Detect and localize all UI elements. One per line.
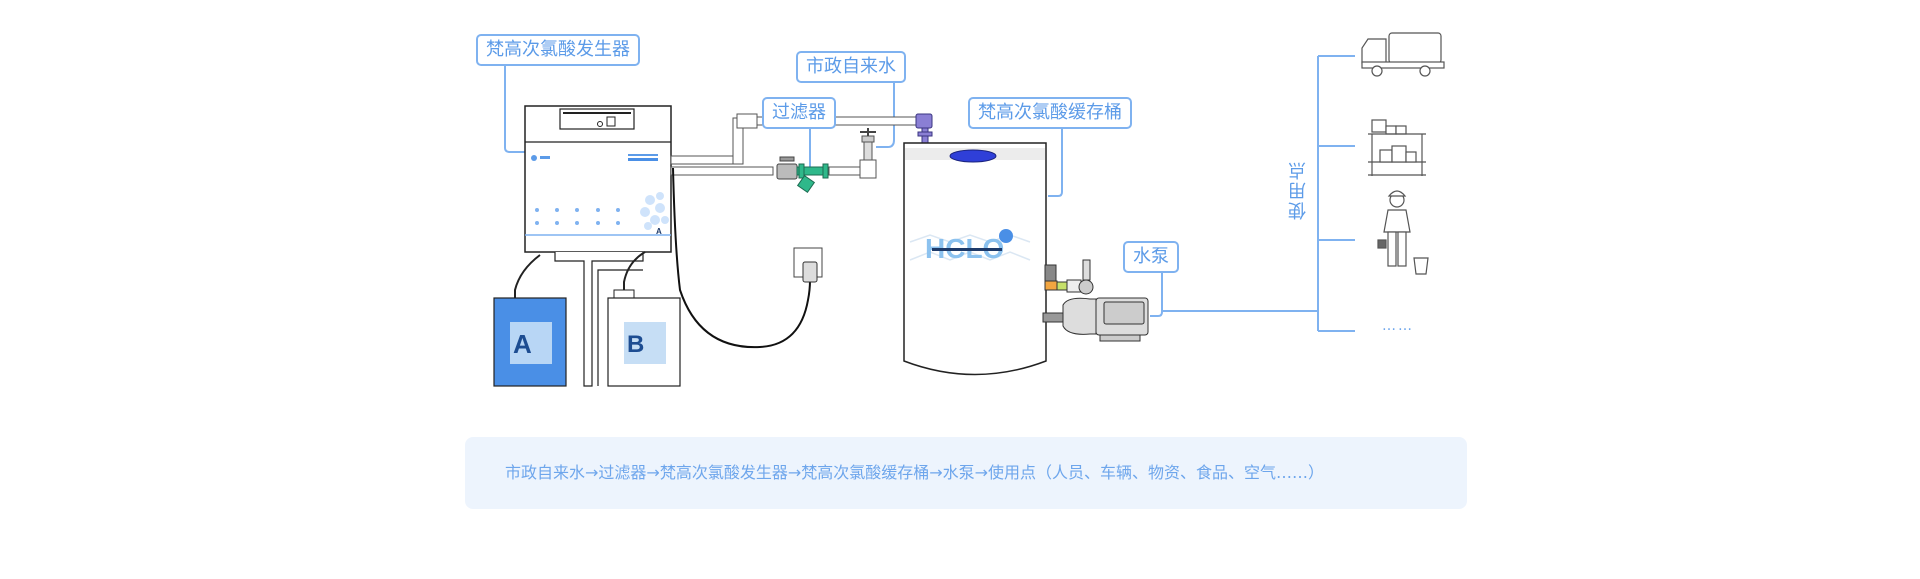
generator-label: 梵高次氯酸发生器 [476, 34, 640, 66]
filter-valve-assembly [776, 128, 877, 194]
use-point-branches [1318, 55, 1355, 332]
tap-water-callout-line [876, 66, 895, 148]
use-points-label: 使用点 [1288, 160, 1309, 220]
svg-text:B: B [627, 331, 644, 358]
container-a: A [493, 254, 567, 387]
generator-callout-line [504, 66, 528, 153]
svg-text:A: A [656, 227, 662, 236]
flow-summary-box: 市政自来水→过滤器→梵高次氯酸发生器→梵高次氯酸缓存桶→水泵→使用点（人员、车辆… [465, 437, 1467, 509]
flow-summary-text: 市政自来水→过滤器→梵高次氯酸发生器→梵高次氯酸缓存桶→水泵→使用点（人员、车辆… [505, 463, 1325, 482]
power-outlet [672, 167, 823, 349]
buffer-tank-label: 梵高次氯酸缓存桶 [968, 97, 1132, 129]
callout-lines [504, 55, 1355, 332]
svg-text:A: A [513, 329, 532, 359]
warehouse-shelf-icon [1368, 119, 1426, 176]
use-point-more: …… [1382, 318, 1414, 334]
tank-callout-line [1048, 128, 1063, 197]
tap-water-label: 市政自来水 [796, 51, 906, 83]
use-point-icons [1361, 32, 1445, 275]
container-b: B [607, 251, 681, 387]
pump-callout-line [1150, 272, 1163, 317]
generator-unit: A [524, 105, 928, 387]
filter-label: 过滤器 [762, 97, 836, 129]
pump-label: 水泵 [1123, 241, 1179, 273]
worker-icon [1377, 190, 1429, 275]
truck-icon [1361, 32, 1445, 77]
buffer-tank: HCLO [903, 142, 1047, 376]
water-pump [1042, 259, 1149, 342]
